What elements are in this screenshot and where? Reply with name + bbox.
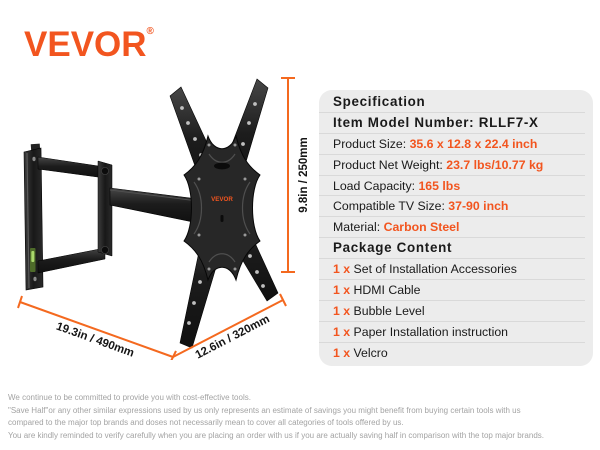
handle-slot xyxy=(214,162,230,170)
spec-row: 1 x Set of Installation Accessories xyxy=(319,259,585,281)
product-illustration-tv-wall-mount: VEVOR 9.8in / 250mm 19.3in / 490mm 12.6i… xyxy=(17,77,310,360)
footer-line: compared to the major top brands and dos… xyxy=(8,418,404,427)
spec-row: 1 x Velcro xyxy=(333,345,388,360)
footer-line: "Save Half"or any other similar expressi… xyxy=(8,405,521,415)
spec-row: Product Size: 35.6 x 12.8 x 22.4 inch xyxy=(319,134,585,155)
wall-plate xyxy=(23,143,44,291)
spec-row: Product Net Weight: 23.7 lbs/10.77 kg xyxy=(319,155,585,176)
spec-row: Item Model Number: RLLF7-X xyxy=(319,113,585,134)
bubble-level xyxy=(30,248,36,272)
spec-row: Compatible TV Size: 37-90 inch xyxy=(319,196,585,218)
spec-row: 1 x Paper Installation instruction xyxy=(319,322,585,343)
plate-logo-text: VEVOR xyxy=(211,196,233,203)
spec-row: Specification xyxy=(319,92,585,113)
dimension-label-height: 9.8in / 250mm xyxy=(298,137,310,212)
dimension-annotations xyxy=(17,77,295,360)
vesa-center-plate: VEVOR xyxy=(183,134,261,282)
plate-holes xyxy=(197,143,247,271)
articulating-arm xyxy=(37,156,199,274)
registered-trademark-mark: ® xyxy=(146,26,154,37)
footer-line: You are kindly reminded to verify carefu… xyxy=(8,430,544,440)
spec-row: Package Content xyxy=(319,238,585,260)
spec-row: 1 x Bubble Level xyxy=(319,301,585,322)
footer-disclaimer: We continue to be committed to provide y… xyxy=(8,392,600,442)
dimension-label-plate-width: 12.6in / 320mm xyxy=(194,313,272,360)
footer-line: We continue to be committed to provide y… xyxy=(8,393,251,402)
vevor-logo-text: VEVOR xyxy=(24,25,147,64)
spec-row: Load Capacity: 165 lbs xyxy=(319,176,585,197)
spec-row: 1 x HDMI Cable xyxy=(319,280,585,301)
spec-row: Material: Carbon Steel xyxy=(319,217,585,239)
vevor-logo: VEVOR® xyxy=(24,14,154,62)
